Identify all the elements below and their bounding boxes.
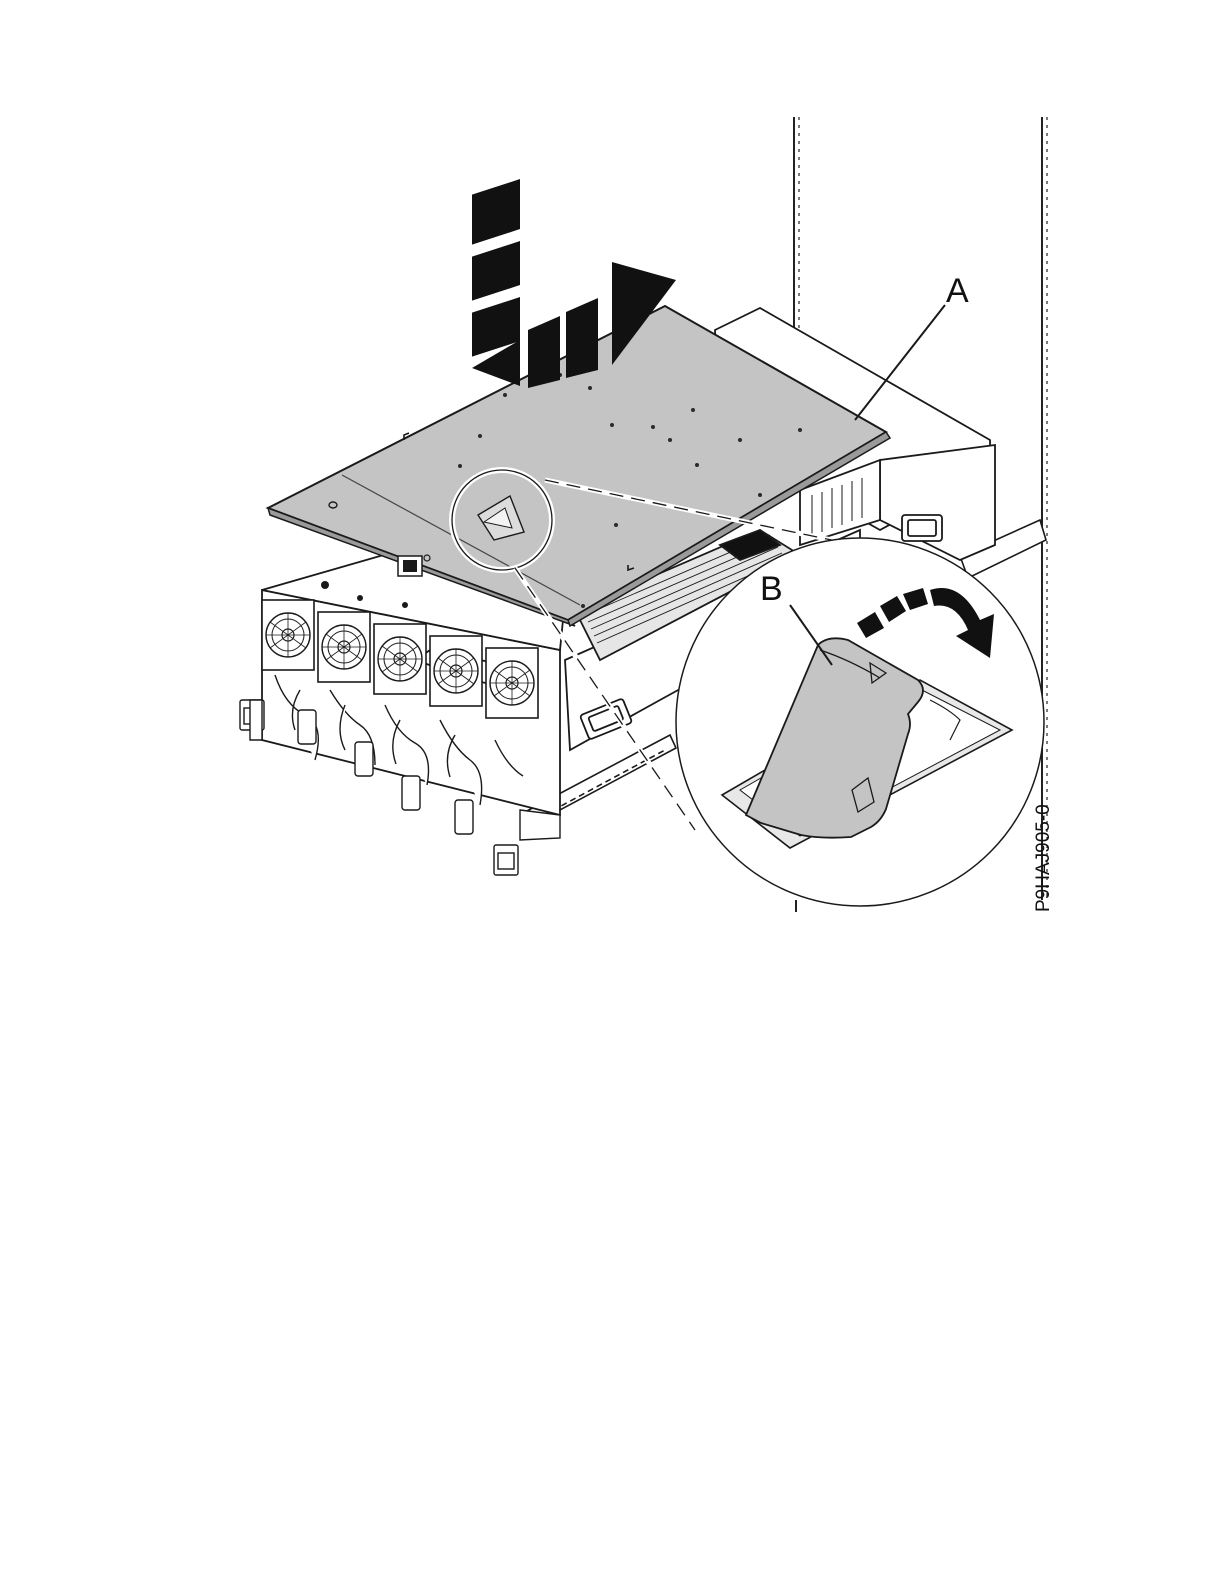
callout-b-label: B <box>760 570 783 608</box>
callout-a-label: A <box>946 272 969 310</box>
rack-rail-right <box>1042 117 1047 900</box>
latch-magnified-view <box>676 538 1044 906</box>
figure-id: P9HAJ905-0 <box>1033 804 1054 912</box>
